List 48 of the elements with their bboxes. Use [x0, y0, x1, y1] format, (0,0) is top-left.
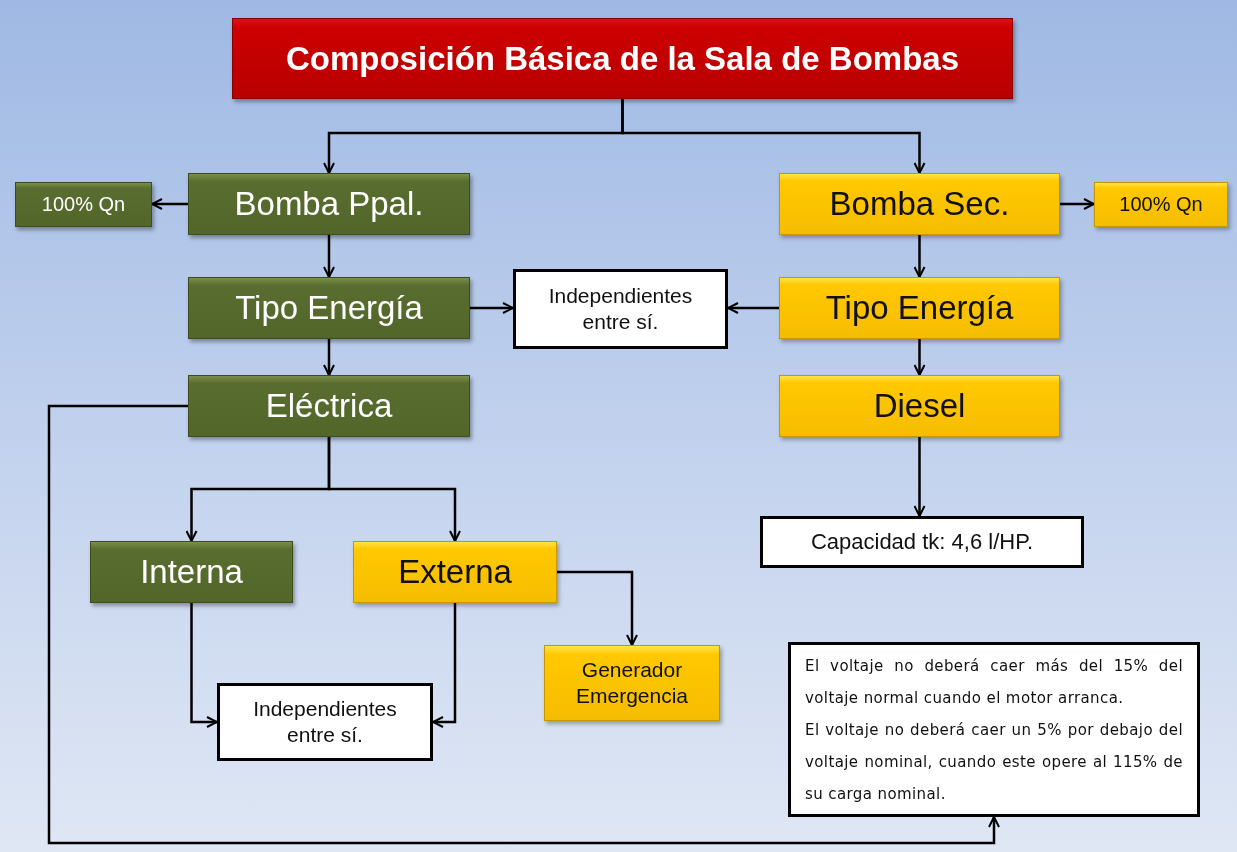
arrow — [151, 198, 188, 210]
box-label: Interna — [140, 552, 243, 593]
box-label: Diesel — [873, 386, 966, 427]
arrow — [323, 339, 335, 376]
box-label: Composición Básica de la Sala de Bombas — [285, 38, 960, 79]
process-box — [188, 277, 470, 339]
arrow — [913, 235, 926, 278]
box-label: Capacidad tk: 4,6 l/HP. — [810, 528, 1034, 556]
arrow — [323, 235, 335, 278]
box-label: 100% Qn — [41, 192, 126, 217]
arrow — [1060, 198, 1095, 210]
process-box — [188, 173, 470, 235]
info-box — [513, 269, 728, 349]
arrow — [727, 302, 779, 314]
arrow — [470, 302, 514, 314]
process-box — [90, 541, 293, 603]
box-label: Generador Emergencia — [574, 656, 690, 709]
arrow — [327, 437, 461, 542]
process-box — [188, 375, 470, 437]
arrow — [913, 437, 926, 517]
box-label: Independientes entre sí. — [252, 695, 398, 748]
note-text: El voltaje no deberá caer un 5% por debajo del voltaje nominal, cuando este opere al 115% de su carga nominal. — [805, 719, 1183, 805]
process-box — [353, 541, 557, 603]
box-label: Tipo Energía — [235, 288, 423, 329]
box-label: 100% Qn — [1119, 192, 1203, 217]
arrow — [190, 603, 218, 728]
arrow — [432, 603, 457, 728]
process-box — [15, 182, 152, 227]
box-label: Bomba Ppal. — [234, 184, 424, 225]
box-label: Bomba Sec. — [829, 184, 1010, 225]
box-label: Tipo Energía — [825, 288, 1014, 329]
title-banner — [232, 18, 1013, 99]
box-label: Eléctrica — [265, 386, 393, 427]
arrow — [621, 99, 926, 174]
process-box — [779, 173, 1060, 235]
process-box — [1094, 182, 1228, 227]
note-box — [788, 642, 1200, 817]
info-box — [760, 516, 1084, 568]
arrow — [47, 404, 1000, 845]
process-box — [779, 277, 1060, 339]
note-text: El voltaje no deberá caer más del 15% del voltaje normal cuando el motor arranca. — [805, 655, 1183, 709]
process-box — [544, 645, 720, 721]
arrow — [913, 339, 926, 376]
arrow — [557, 570, 638, 646]
info-box — [217, 683, 433, 761]
process-box — [779, 375, 1060, 437]
box-label: Independientes entre sí. — [547, 282, 694, 335]
box-label: Externa — [398, 552, 512, 593]
